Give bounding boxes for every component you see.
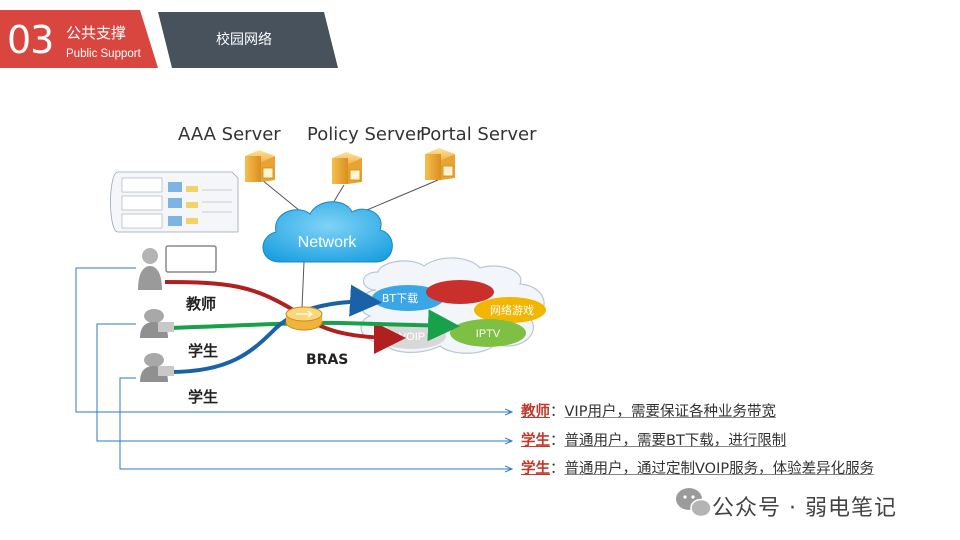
policy-document-thumbnail (110, 171, 239, 233)
aaa-server-icon (245, 150, 275, 182)
bt-download-label: BT下载 (382, 292, 418, 305)
student1-label: 学生 (188, 342, 219, 360)
description-text: 普通用户，通过定制VOIP服务，体验差异化服务 (564, 461, 875, 477)
bt-download-bubble (372, 285, 444, 311)
bras-router-icon (285, 306, 323, 331)
description-text: 普通用户，需要BT下载，进行限制 (564, 433, 787, 449)
student2-traffic-line (169, 284, 382, 374)
wechat-icon (676, 488, 712, 518)
teacher-icon (138, 245, 217, 290)
header-tab-block (158, 12, 338, 68)
portal-server-icon (425, 148, 455, 180)
section-number: 03 (7, 18, 54, 62)
section-title-cn: 公共支撑 (66, 24, 127, 42)
red-service-bubble (426, 280, 494, 304)
description-separator: ： (550, 461, 565, 477)
description-student1: 学生：普通用户，需要BT下载，进行限制 (521, 432, 786, 450)
policy-server-icon (332, 152, 362, 184)
voip-label: VOIP (399, 331, 425, 343)
game-label: 网络游戏 (490, 303, 534, 317)
iptv-bubble (450, 319, 526, 347)
description-teacher: 教师：VIP用户，需要保证各种业务带宽 (521, 403, 776, 421)
description-role: 学生 (521, 461, 550, 477)
description-student2: 学生：普通用户，通过定制VOIP服务，体验差异化服务 (521, 460, 874, 478)
student2-label: 学生 (188, 388, 219, 406)
description-separator: ： (550, 433, 565, 449)
description-connectors (75, 267, 512, 469)
network-cloud-icon (262, 201, 393, 263)
header-number-block (0, 10, 158, 68)
portal-server-label: Portal Server (420, 124, 537, 145)
aaa-server-label: AAA Server (178, 124, 281, 145)
student2-icon (140, 353, 174, 382)
tab-label: 校园网络 (216, 32, 272, 48)
network-label: Network (298, 234, 358, 251)
watermark-text: 公众号 · 弱电笔记 (712, 496, 897, 521)
student1-traffic-line (169, 309, 460, 342)
description-separator: ： (550, 404, 565, 420)
iptv-label: IPTV (476, 328, 501, 340)
student1-icon (140, 309, 174, 338)
description-role: 学生 (521, 433, 550, 449)
description-role: 教师 (521, 404, 550, 420)
section-title-en: Public Support (66, 48, 141, 60)
teacher-label: 教师 (186, 295, 217, 313)
teacher-traffic-line (164, 280, 406, 354)
bras-label: BRAS (306, 352, 349, 368)
game-bubble (474, 297, 546, 323)
description-text: VIP用户，需要保证各种业务带宽 (564, 404, 776, 420)
policy-server-label: Policy Server (307, 124, 424, 145)
